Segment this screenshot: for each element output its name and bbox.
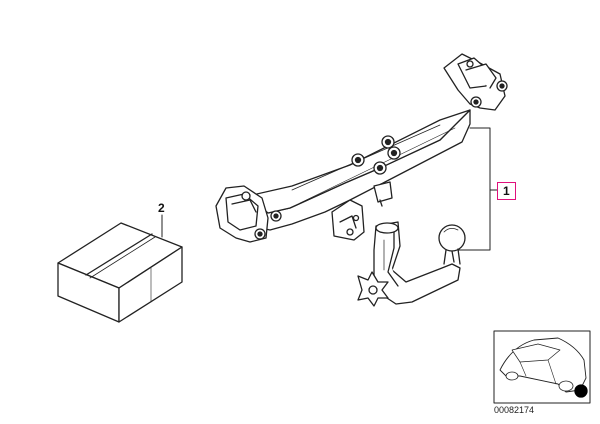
box-part-2 xyxy=(57,222,183,323)
detachable-ball-neck xyxy=(373,221,466,305)
socket-mount xyxy=(373,181,393,207)
right-mounting-bracket xyxy=(443,53,508,111)
beam-bolts xyxy=(351,135,401,175)
reference-number: 00082174 xyxy=(494,405,535,415)
locking-star-knob xyxy=(357,271,389,307)
left-mounting-bracket xyxy=(215,185,282,243)
location-dot-icon xyxy=(574,384,588,398)
leader-bracket-part-1 xyxy=(457,127,491,251)
receiver-housing xyxy=(331,199,365,241)
callout-part-2: 2 xyxy=(158,201,165,215)
callout-part-1-highlighted[interactable]: 1 xyxy=(497,182,516,200)
vehicle-locator-thumbnail xyxy=(493,330,591,404)
